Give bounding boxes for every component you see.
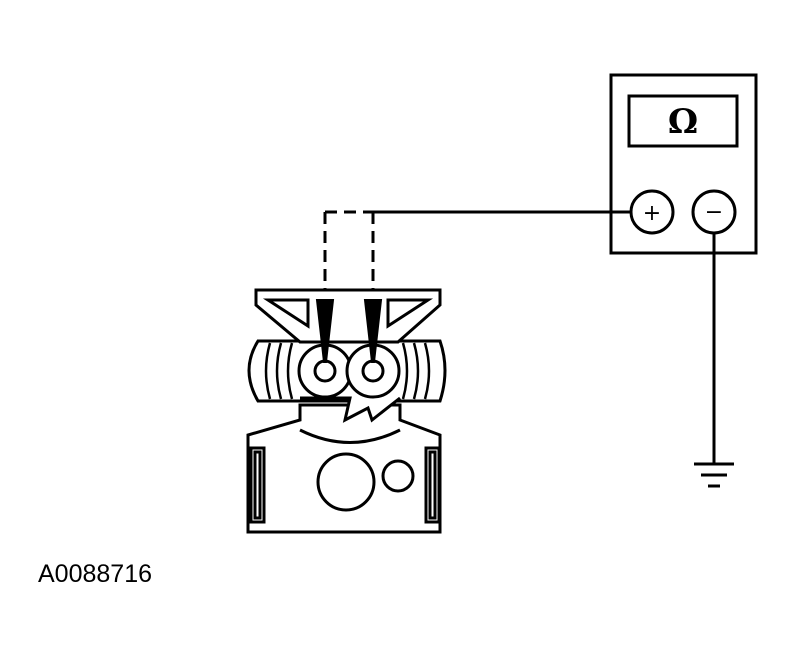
right-slot-inner [428,450,437,520]
left-slot-inner [253,450,262,520]
ohm-symbol: Ω [668,102,698,142]
ohmmeter-display [627,94,739,148]
housing-hole-large [316,452,376,512]
positive-terminal-symbol: + [643,201,661,226]
terminal-pin-right [361,359,385,383]
latch-right-window [386,298,434,329]
housing-arc [299,428,401,444]
figure-id: A0088716 [38,560,152,588]
latch-left-window [262,298,310,329]
test-leads [323,210,716,464]
probe-tip-left [315,299,335,363]
connector-key [300,396,401,423]
housing-hole-small [381,459,415,493]
connector-latch [254,288,442,344]
probe-tip-right [363,299,383,363]
probe-tips [315,299,383,363]
sleeve-ribs [264,342,431,400]
ground-icon [694,462,734,488]
ohmmeter: Ω + − [609,73,758,255]
connector [246,288,447,534]
terminal-pin-left [313,359,337,383]
negative-terminal-symbol: − [705,200,723,225]
